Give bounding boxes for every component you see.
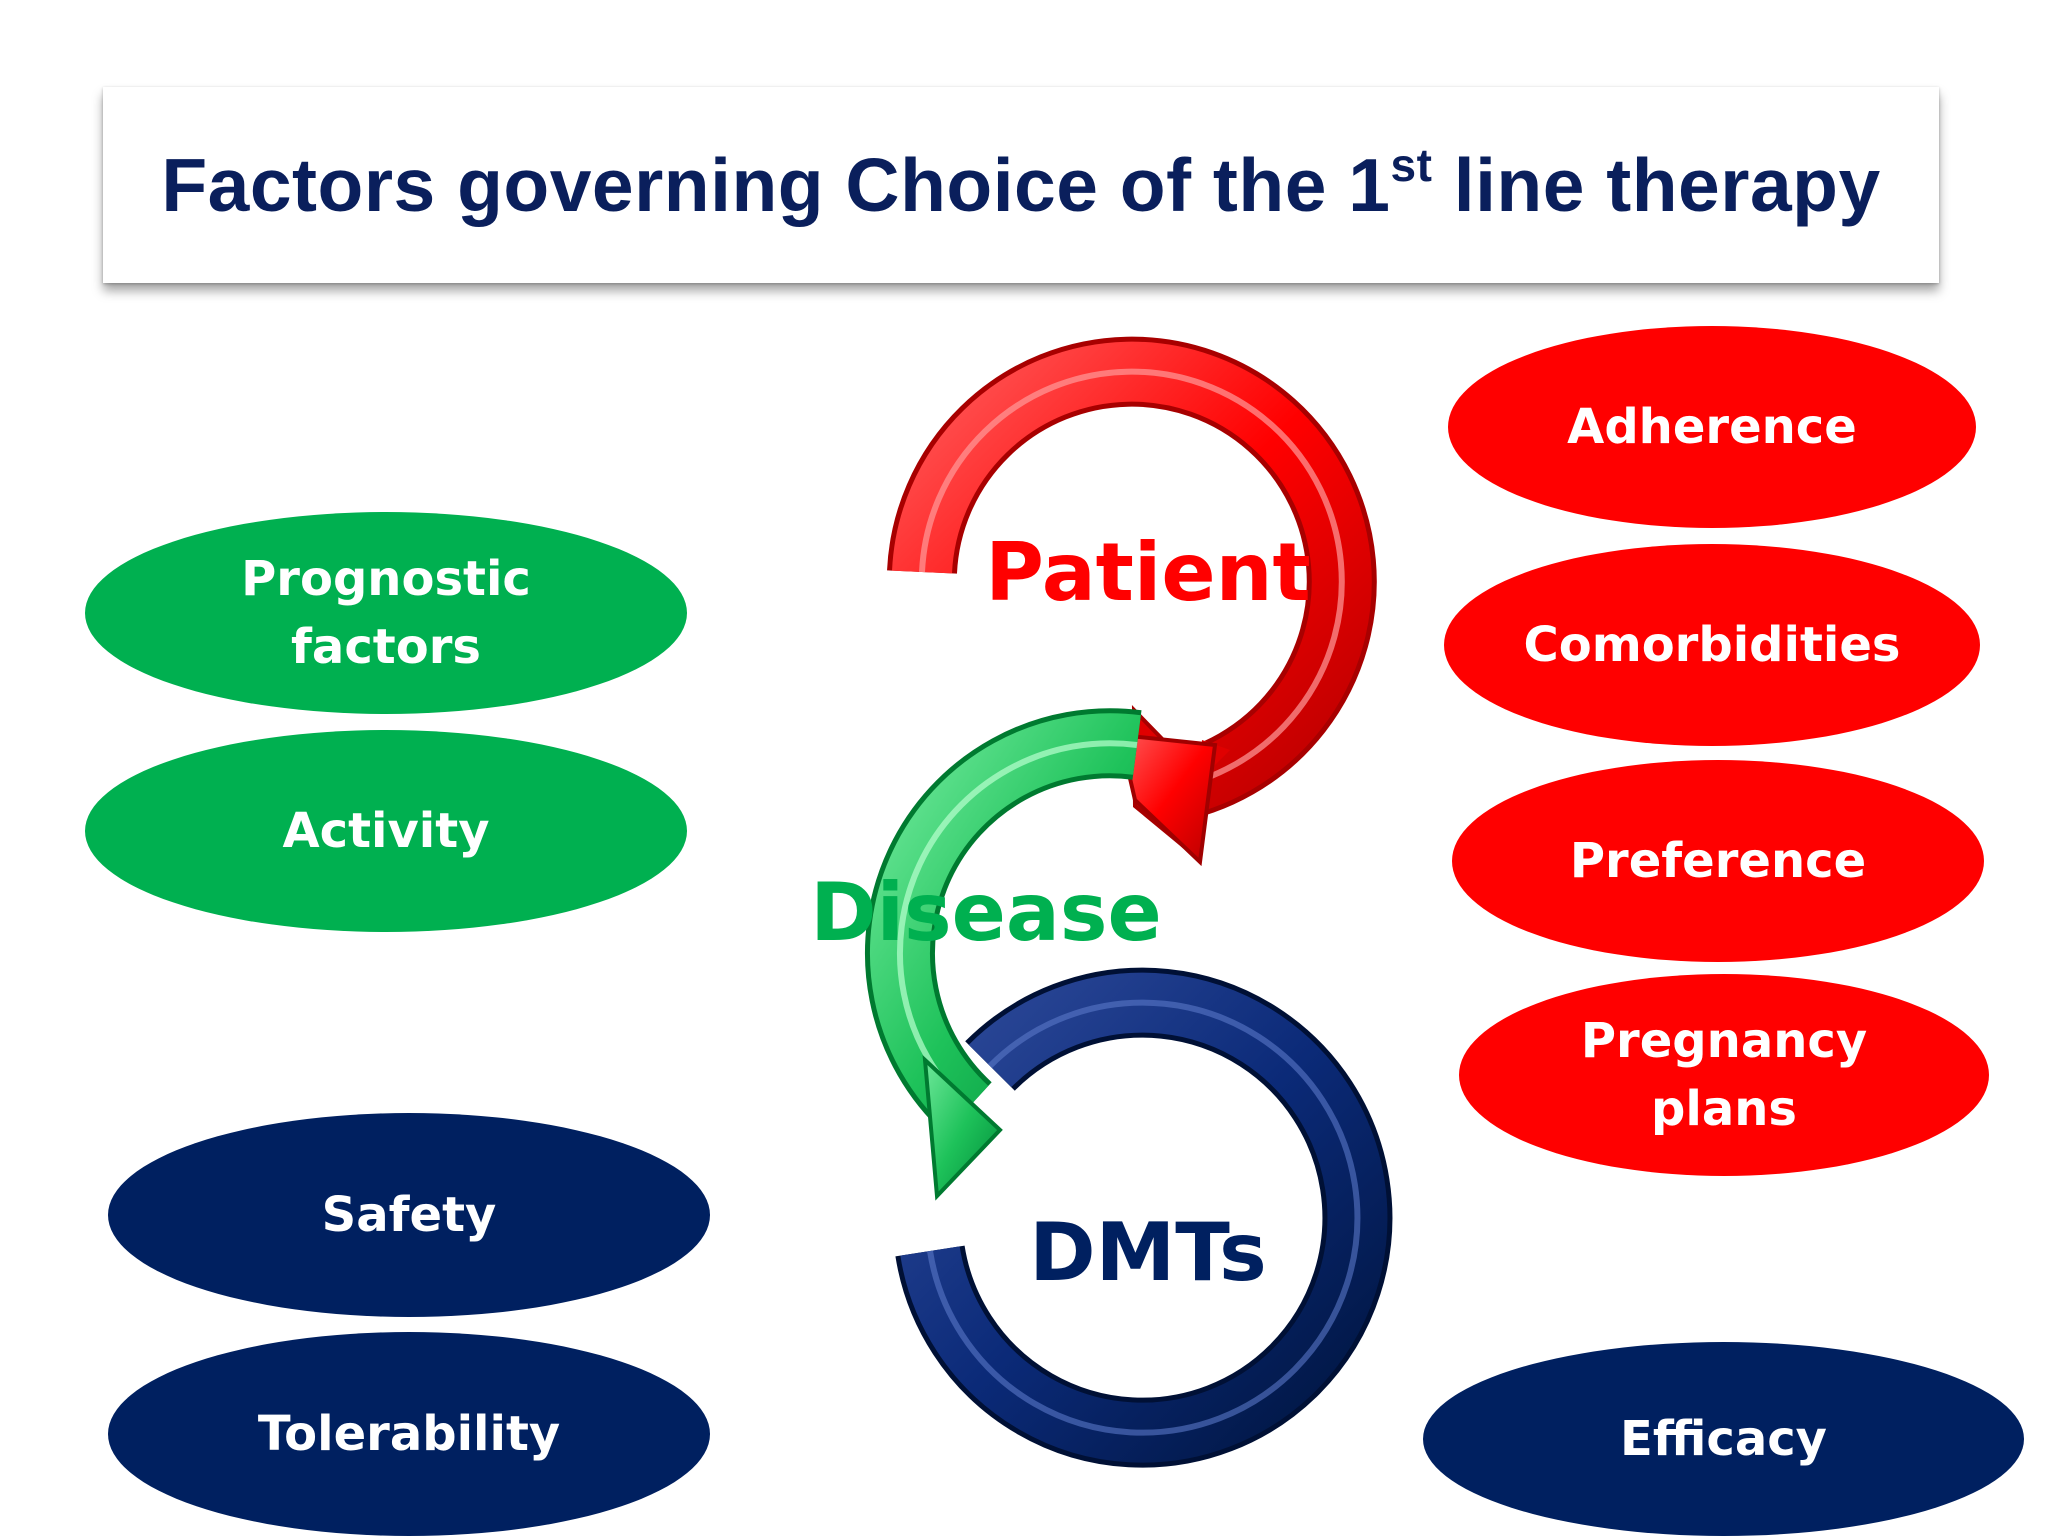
safety-oval: Safety [108,1113,710,1317]
title-superscript: st [1390,139,1433,191]
prognostic-factors-label: Prognostic factors [241,551,531,675]
safety-label: Safety [321,1187,497,1243]
slide-title: Factors governing Choice of the 1st line… [161,142,1880,228]
dmts-label: DMTs [1029,1206,1267,1299]
title-rest: line therapy [1432,143,1881,227]
activity-label: Activity [282,803,490,859]
preference-label: Preference [1569,833,1867,889]
pregnancy-plans-label: Pregnancy plans [1580,1013,1868,1137]
preference-oval: Preference [1452,760,1984,962]
efficacy-oval: Efficacy [1423,1342,2024,1536]
comorbidities-oval: Comorbidities [1444,544,1980,746]
dmts-arrow [895,967,1393,1468]
title-main: Factors governing Choice of the 1 [161,143,1391,227]
title-box: Factors governing Choice of the 1st line… [103,87,1939,283]
pregnancy-plans-oval: Pregnancy plans [1459,974,1989,1176]
patient-label: Patient [985,526,1311,619]
disease-arrow [865,708,1142,1201]
adherence-oval: Adherence [1448,326,1976,528]
tolerability-oval: Tolerability [108,1332,710,1536]
disease-label: Disease [810,866,1162,959]
prognostic-factors-oval: Prognostic factors [85,512,687,714]
patient-arrow [887,336,1377,867]
efficacy-label: Efficacy [1620,1411,1827,1467]
activity-oval: Activity [85,730,687,932]
comorbidities-label: Comorbidities [1523,617,1901,673]
adherence-label: Adherence [1567,399,1857,455]
tolerability-label: Tolerability [257,1406,561,1462]
